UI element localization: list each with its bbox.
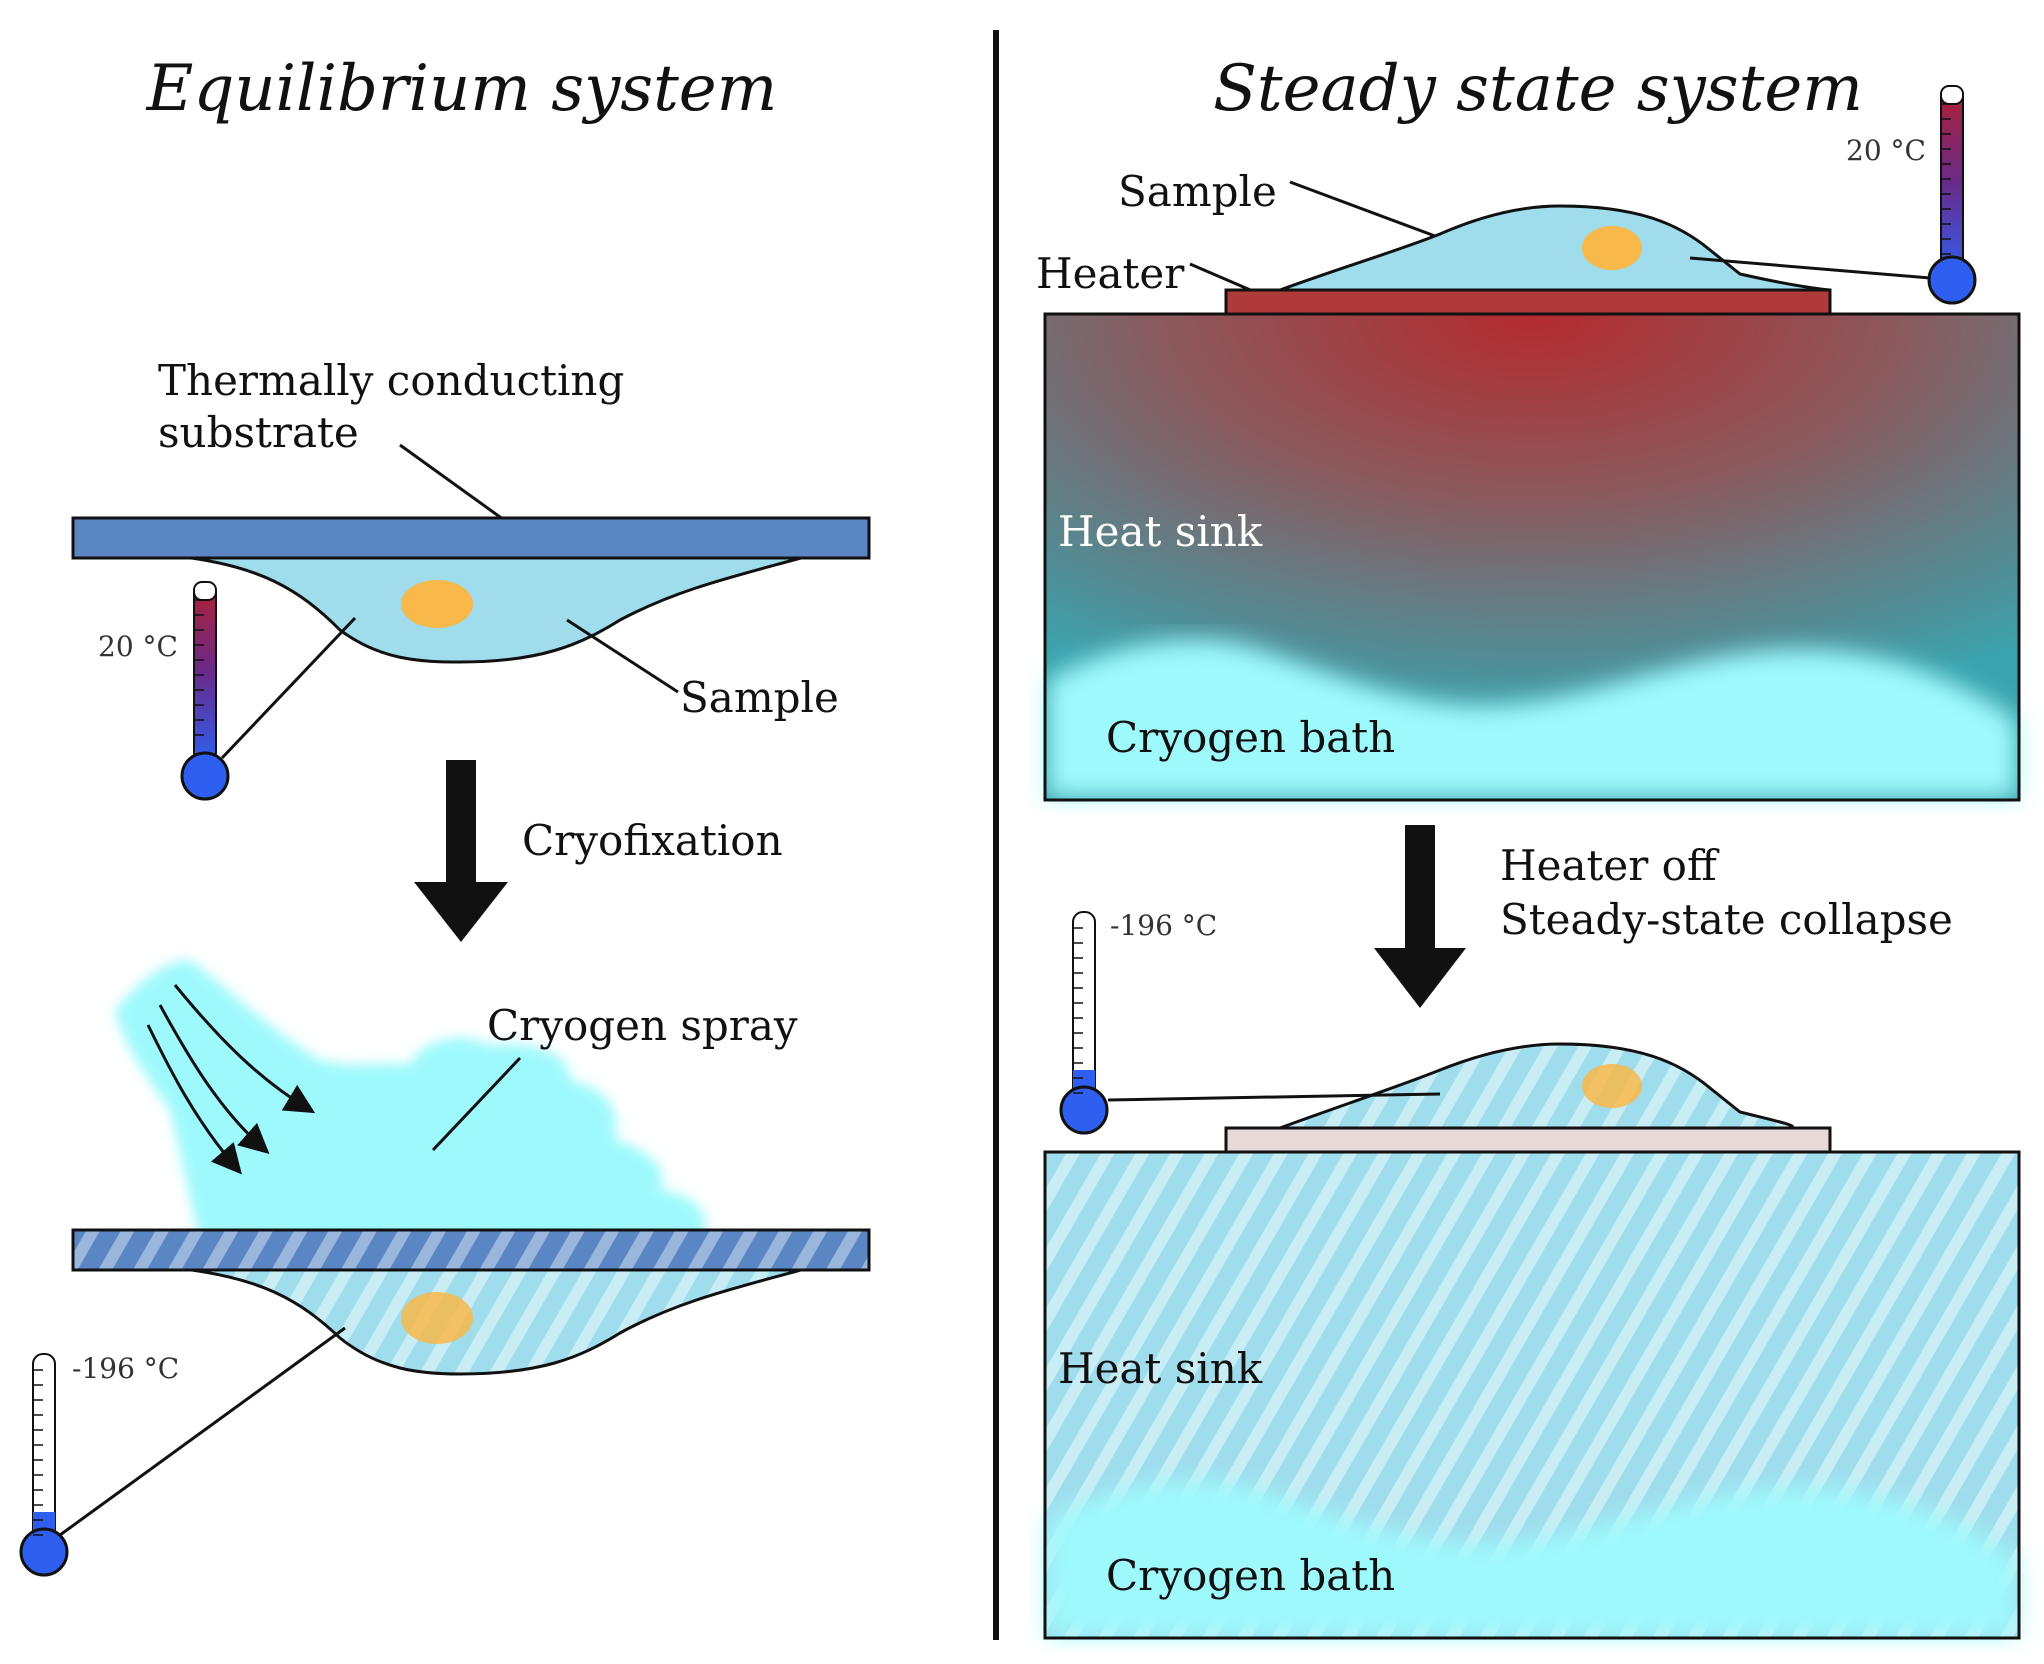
temp-reading-20: 20 °C (98, 630, 178, 663)
cryogen-spray-cloud (115, 960, 706, 1240)
cryogen-bath (1047, 640, 2017, 798)
thermometer-icon (180, 581, 230, 801)
frozen-substrate-plate (71, 1228, 871, 1272)
frozen-heat-sink-label: Heat sink (1058, 1344, 1263, 1393)
sample-cell (401, 580, 473, 628)
steady-state-panel: Steady state system Sample Heater Heat s… (1036, 52, 2021, 1640)
ss-sample-label: Sample (1118, 167, 1277, 216)
collapse-label: Steady-state collapse (1500, 895, 1953, 944)
ss-temp-reading-196: -196 °C (1110, 909, 1217, 942)
spray-leader-line (431, 1056, 522, 1152)
ss-cold-thermometer-icon (1059, 911, 1109, 1135)
ss-cold-thermo-leader-line (1107, 1092, 1441, 1102)
ss-down-arrow-icon (1374, 825, 1466, 1008)
ss-sample-droplet (1279, 204, 1831, 292)
ss-sample-leader-line (1289, 180, 1436, 238)
sample-label: Sample (680, 673, 839, 722)
cryofixation-label: Cryofixation (522, 816, 783, 865)
temp-reading-196: -196 °C (72, 1352, 179, 1385)
frozen-ss-sample-cell (1582, 1064, 1642, 1108)
frozen-ss-sample-droplet (1279, 1042, 1794, 1130)
steady-state-title: Steady state system (1213, 52, 1863, 126)
spray-flow-arrow (173, 984, 316, 1114)
spray-flow-arrow (158, 1004, 270, 1154)
equilibrium-panel: Equilibrium system Thermally conducting … (19, 52, 871, 1577)
sample-droplet (174, 554, 809, 664)
frozen-sample-droplet (174, 1266, 809, 1376)
ss-sample-cell (1582, 226, 1642, 270)
heater-leader-line (1189, 262, 1256, 294)
substrate-label-line2: substrate (158, 408, 359, 457)
heat-sink-label: Heat sink (1058, 507, 1263, 556)
heater-plate-off (1224, 1126, 1832, 1154)
substrate-plate (71, 516, 871, 560)
frozen-cryogen-bath-label: Cryogen bath (1106, 1551, 1395, 1600)
ss-thermometer-icon (1927, 85, 1977, 305)
frozen-heat-sink-outline (1043, 1150, 2021, 1640)
heat-sink-outline (1043, 312, 2021, 802)
equilibrium-title: Equilibrium system (146, 52, 778, 126)
cold-thermometer-icon (19, 1353, 69, 1577)
frozen-sample-cell (401, 1292, 473, 1344)
heater-off-label: Heater off (1500, 841, 1720, 890)
frozen-cryogen-bath (1047, 1480, 2017, 1636)
sample-leader-line (566, 618, 679, 694)
spray-flow-arrow (146, 1024, 242, 1175)
cold-thermo-leader-line (59, 1326, 346, 1537)
thermo-leader-line (220, 616, 357, 760)
substrate-label-line1: Thermally conducting (158, 356, 624, 405)
cryogen-spray-label: Cryogen spray (487, 1001, 798, 1050)
heater-plate (1224, 288, 1832, 316)
ss-temp-reading-20: 20 °C (1846, 134, 1926, 167)
thermometer-ticks (33, 103, 1951, 1536)
heater-label: Heater (1036, 249, 1185, 298)
down-arrow-icon (414, 760, 508, 942)
ss-thermo-leader-line (1689, 256, 1931, 280)
cryogen-bath-label: Cryogen bath (1106, 713, 1395, 762)
